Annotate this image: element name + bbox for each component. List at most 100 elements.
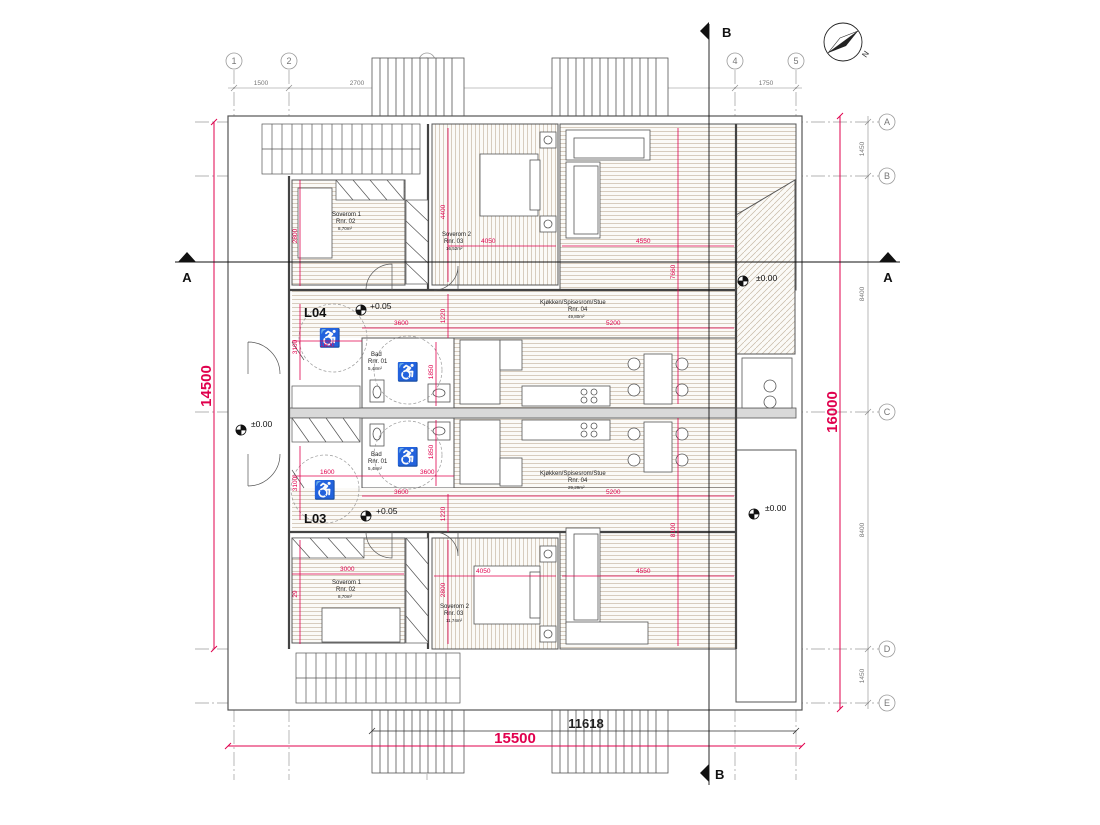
- grid-dim-text: 1450: [859, 668, 866, 683]
- stair-bottom-right: [551, 702, 669, 774]
- grid-row-label: C: [884, 407, 891, 417]
- room-area: 5,48m²: [368, 366, 383, 371]
- room-number: Rnr. 04: [568, 307, 588, 313]
- dim-text: 1850: [428, 444, 435, 459]
- level-text: +0.05: [376, 506, 398, 516]
- section-arrow-a-right: [879, 252, 897, 262]
- stair-top-right: [551, 57, 669, 121]
- dim-text: 4050: [481, 238, 496, 245]
- dim-text: 5200: [606, 489, 621, 496]
- dim-text: 1850: [428, 364, 435, 379]
- room-number: Rnr. 03: [444, 239, 464, 245]
- dim-text: 1220: [440, 308, 447, 323]
- room-name: Kjøkken/Spisesrom/Stue: [540, 471, 606, 477]
- room-area: 29,29m²: [568, 485, 585, 490]
- dim-text: 1600: [320, 469, 335, 476]
- dining-sets: [627, 353, 793, 473]
- right-grid-dimension: [864, 116, 872, 709]
- wheelchair-icon: ♿: [397, 446, 419, 467]
- grid-row-label: E: [884, 698, 890, 708]
- level-text: ±0.00: [756, 273, 777, 283]
- dim-text: 4050: [476, 568, 491, 575]
- grid-dim-text: 8400: [859, 522, 866, 537]
- room-area: 49,80m²: [568, 314, 585, 319]
- grid-row-bubbles: [878, 113, 896, 712]
- grid-col-label: 2: [286, 56, 291, 66]
- door-swings: [247, 263, 459, 559]
- level-text: ±0.00: [765, 503, 786, 513]
- stair-bottom-left: [371, 702, 465, 774]
- grid-dim-text: 8400: [859, 286, 866, 301]
- grid-row-label: D: [884, 644, 891, 654]
- room-number: Rnr. 04: [568, 478, 588, 484]
- kitchen-fixtures: [459, 339, 611, 487]
- room-number: Rnr. 01: [368, 459, 388, 465]
- dim-text: 3000: [340, 566, 355, 573]
- wheelchair-icon: ♿: [397, 361, 419, 382]
- level-text: +0.05: [370, 301, 392, 311]
- turning-circles: [290, 303, 443, 524]
- room-area: 8,70m²: [338, 226, 353, 231]
- grid-dim-text: 1450: [859, 141, 866, 156]
- north-label: N: [860, 49, 871, 59]
- dim-text: 1600: [320, 342, 335, 349]
- room-area: 11,74m²: [446, 618, 463, 623]
- room-number: Rnr. 02: [336, 587, 356, 593]
- room-number: Rnr. 03: [444, 611, 464, 617]
- overall-width: 15500: [494, 730, 536, 747]
- stairwell-top: [261, 123, 421, 175]
- dim-text: 3600: [394, 320, 409, 327]
- dim-text: 4550: [636, 568, 651, 575]
- floor-l03-hall: [292, 488, 736, 532]
- room-area: 16,52m²: [446, 246, 463, 251]
- party-wall: [288, 407, 797, 419]
- inner-width: 11618: [568, 716, 603, 731]
- dim-text: 1220: [440, 506, 447, 521]
- dim-text: 2800: [292, 228, 299, 243]
- overall-height-left: 14500: [198, 365, 215, 407]
- grid-dim-text: 1500: [254, 80, 269, 87]
- stairwell-bottom: [295, 652, 461, 704]
- grid-dim-text: 1750: [759, 80, 774, 87]
- dim-text: 3600: [394, 489, 409, 496]
- section-arrow-b-top: [700, 22, 709, 40]
- section-label-a-right: A: [883, 270, 893, 285]
- grid-col-label: 4: [732, 56, 737, 66]
- wheelchair-icon: ♿: [319, 327, 341, 348]
- room-name: Soverom 2: [440, 604, 470, 610]
- unit-label-l03: L03: [304, 511, 326, 526]
- sofas: [565, 129, 651, 645]
- dim-text: 5200: [606, 320, 621, 327]
- dim-text: 3600: [420, 469, 435, 476]
- level-markers: [235, 275, 760, 522]
- section-label-b-bottom: B: [715, 767, 724, 782]
- dim-text: 29: [292, 590, 299, 598]
- room-name: Bad: [371, 352, 382, 358]
- grid-row-label: B: [884, 171, 890, 181]
- section-label-a-left: A: [182, 270, 192, 285]
- room-name: Kjøkken/Spisesrom/Stue: [540, 300, 606, 306]
- room-name: Soverom 1: [332, 580, 362, 586]
- dim-text: 7660: [670, 264, 677, 279]
- unit-label-l04: L04: [304, 305, 327, 320]
- level-text: ±0.00: [251, 419, 272, 429]
- grid-col-bubbles: [225, 52, 805, 70]
- dim-text: 4550: [636, 238, 651, 245]
- inner-dimension-line: [368, 727, 800, 735]
- grid-col-label: 5: [793, 56, 798, 66]
- room-area: 5,48m²: [368, 466, 383, 471]
- dimension-lines: [292, 128, 734, 646]
- dim-text: 3100: [292, 339, 299, 354]
- section-arrow-a-left: [178, 252, 196, 262]
- north-arrow-icon: [823, 22, 863, 62]
- overall-dimension-lines: [210, 112, 844, 750]
- dim-text: 4400: [440, 204, 447, 219]
- room-name: Soverom 2: [442, 232, 472, 238]
- grid-row-label: A: [884, 117, 890, 127]
- stair-top-left: [371, 57, 465, 121]
- grid-col-label: 1: [231, 56, 236, 66]
- top-grid-dimension: [228, 84, 802, 92]
- room-name: Soverom 1: [332, 212, 362, 218]
- section-arrow-b-bottom: [700, 764, 709, 782]
